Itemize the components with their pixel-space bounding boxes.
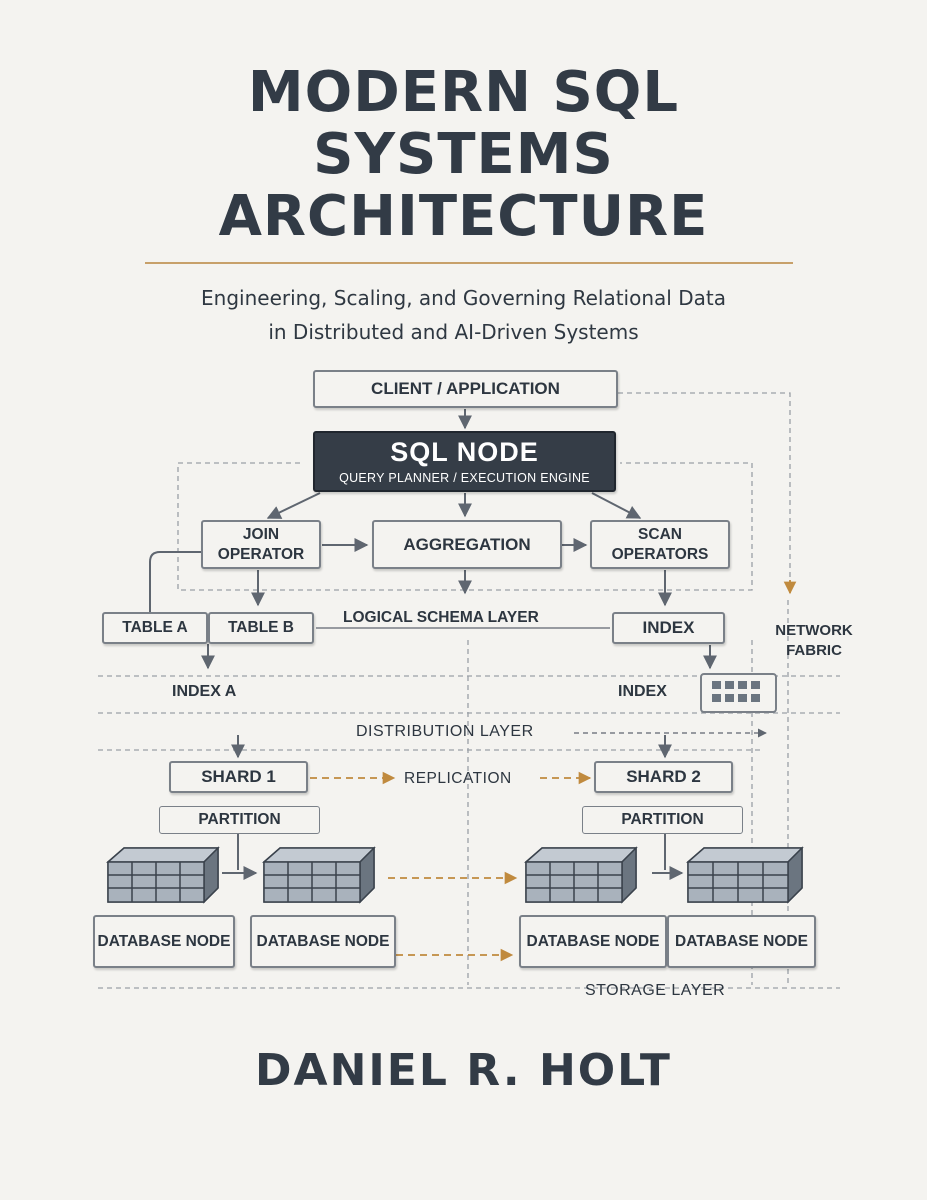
index-grid-icon: [700, 673, 777, 713]
partition-left-box: PARTITION: [159, 806, 320, 834]
database-node-box-4: DATABASE NODE: [667, 915, 816, 968]
storage-layer-label: STORAGE LAYER: [585, 982, 726, 999]
index-box: INDEX: [612, 612, 725, 644]
table-a-box: TABLE A: [102, 612, 208, 644]
data-cube-icon-2: [262, 846, 376, 904]
database-node-box-2: DATABASE NODE: [250, 915, 396, 968]
sql-node-box: SQL NODE QUERY PLANNER / EXECUTION ENGIN…: [313, 431, 616, 492]
scan-operators-box: SCAN OPERATORS: [590, 520, 730, 569]
title-line-3: ARCHITECTURE: [218, 184, 709, 249]
author-name: DANIEL R. HOLT: [255, 1045, 672, 1096]
client-application-box: CLIENT / APPLICATION: [313, 370, 618, 408]
replication-label: REPLICATION: [404, 770, 512, 787]
join-operator-box: JOIN OPERATOR: [201, 520, 321, 569]
subtitle-line-2: in Distributed and AI-Driven Systems: [268, 320, 639, 344]
table-b-box: TABLE B: [208, 612, 314, 644]
shard-2-box: SHARD 2: [594, 761, 733, 793]
title-line-1: MODERN SQL: [247, 60, 680, 125]
sql-node-subtitle: QUERY PLANNER / EXECUTION ENGINE: [339, 470, 590, 485]
data-cube-icon-1: [106, 846, 220, 904]
index-label: INDEX: [618, 683, 667, 700]
title-divider: [145, 262, 793, 264]
data-cube-icon-4: [686, 846, 804, 904]
aggregation-box: AGGREGATION: [372, 520, 562, 569]
partition-right-box: PARTITION: [582, 806, 743, 834]
distribution-layer-label: DISTRIBUTION LAYER: [356, 723, 534, 740]
logical-schema-layer-label: LOGICAL SCHEMA LAYER: [343, 609, 539, 626]
index-a-label: INDEX A: [172, 683, 237, 700]
data-cube-icon-3: [524, 846, 638, 904]
network-fabric-label: NETWORK FABRIC: [775, 622, 853, 659]
title-line-2: SYSTEMS: [313, 122, 614, 187]
database-node-box-1: DATABASE NODE: [93, 915, 235, 968]
database-node-box-3: DATABASE NODE: [519, 915, 667, 968]
subtitle-line-1: Engineering, Scaling, and Governing Rela…: [201, 286, 726, 310]
sql-node-title: SQL NODE: [390, 436, 539, 467]
shard-1-box: SHARD 1: [169, 761, 308, 793]
